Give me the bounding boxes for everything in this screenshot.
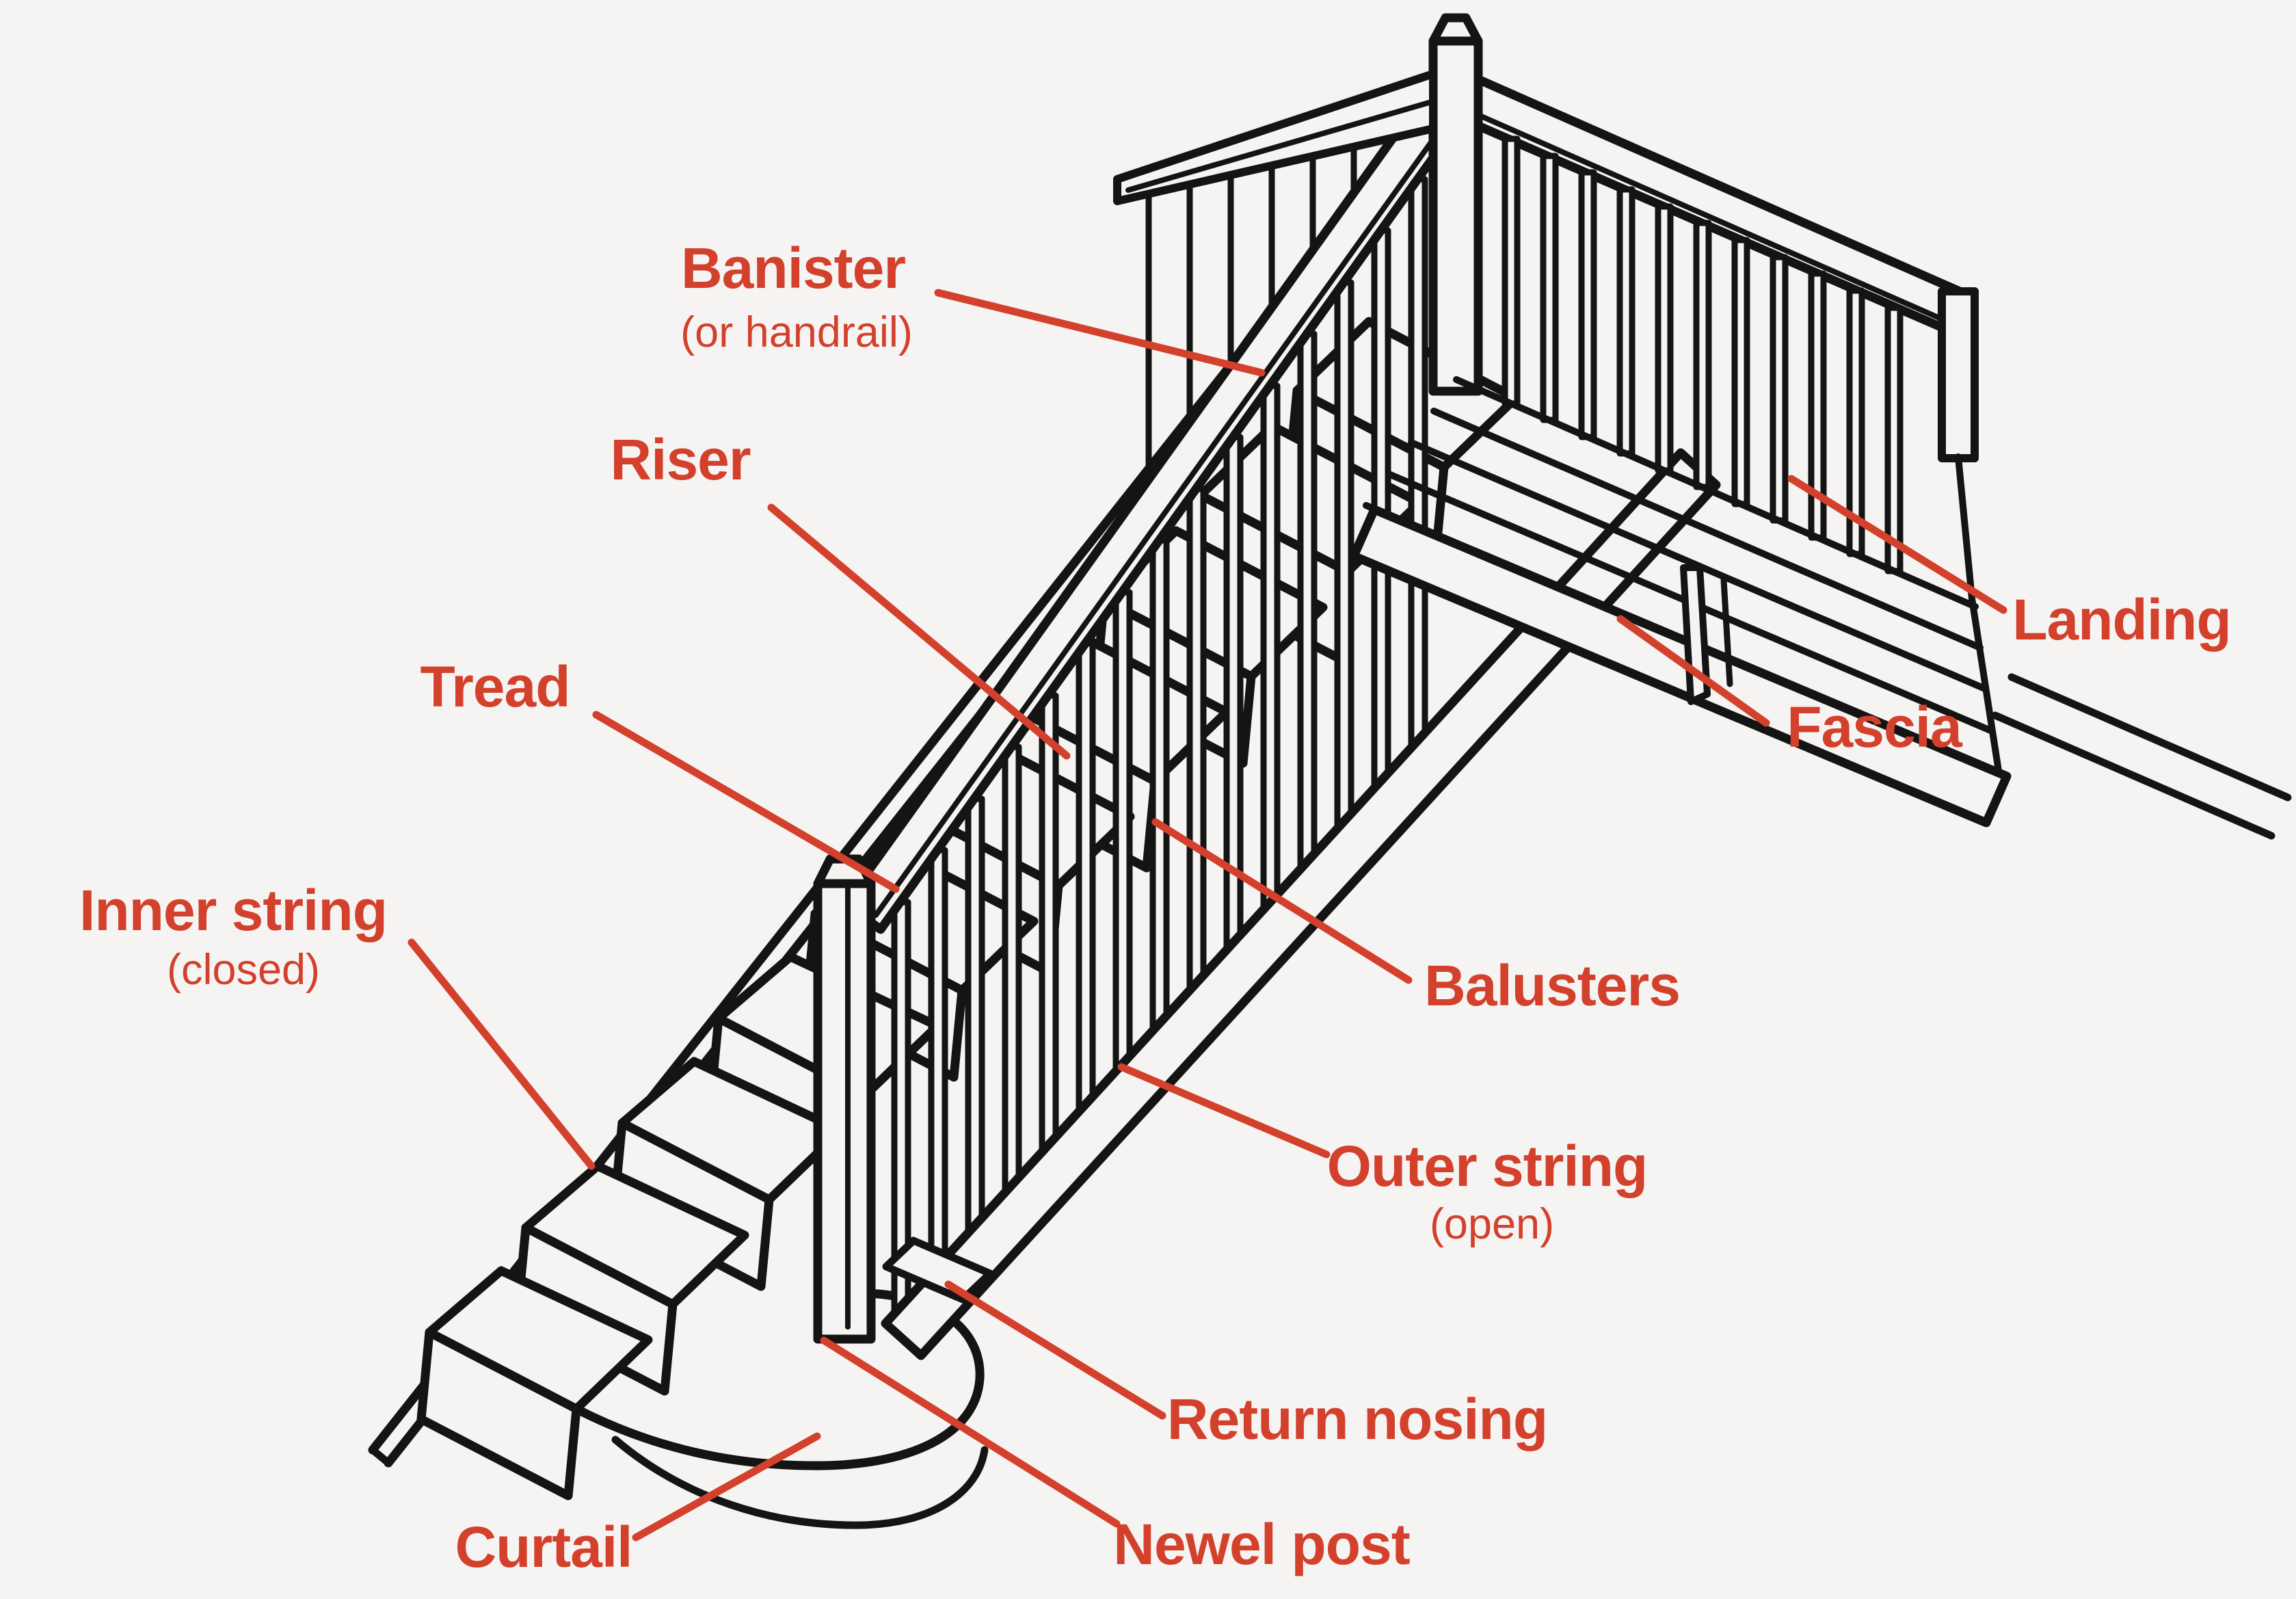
label-inner-string-sub: (closed)	[166, 945, 321, 994]
label-fascia: Fascia	[1787, 694, 1962, 759]
far-handrail-wedge	[1113, 70, 1437, 205]
leader-banister	[934, 289, 1266, 377]
leader-newel-post	[820, 1336, 1121, 1528]
landing-corner-post	[1428, 13, 1483, 396]
leader-landing	[1787, 475, 2007, 614]
label-inner-string: Inner string	[79, 877, 388, 942]
label-tread: Tread	[420, 654, 570, 719]
label-balusters: Balusters	[1424, 953, 1681, 1018]
label-curtail: Curtail	[455, 1514, 632, 1579]
leader-inner-string	[408, 938, 596, 1170]
leader-fascia	[1616, 615, 1770, 727]
leader-balusters	[1151, 818, 1413, 984]
newel-post-shape	[813, 854, 876, 1344]
tread-top	[425, 1266, 653, 1414]
label-riser: Riser	[610, 427, 751, 492]
far-rail-balusters	[1145, 144, 1357, 481]
upper-floor-edge	[1991, 673, 2292, 840]
leader-curtail	[632, 1432, 821, 1542]
leader-return-nosing	[944, 1280, 1166, 1420]
tread-top	[521, 1161, 749, 1309]
return-nosing-piece	[882, 1237, 994, 1304]
label-newel-post: Newel post	[1113, 1511, 1410, 1576]
label-outer-string: Outer string	[1326, 1133, 1648, 1198]
leader-tread	[592, 711, 900, 893]
label-landing: Landing	[2012, 587, 2232, 652]
leader-outer-string	[1117, 1063, 1331, 1159]
leader-lines	[408, 289, 2007, 1542]
label-banister: Banister	[680, 235, 906, 300]
outer-string-board	[881, 448, 1721, 1360]
label-return-nosing: Return nosing	[1166, 1386, 1548, 1451]
label-banister-sub: (or handrail)	[680, 308, 913, 356]
leader-riser	[767, 503, 1071, 760]
landing-railing	[1473, 75, 1979, 462]
label-outer-string-sub: (open)	[1429, 1200, 1555, 1248]
